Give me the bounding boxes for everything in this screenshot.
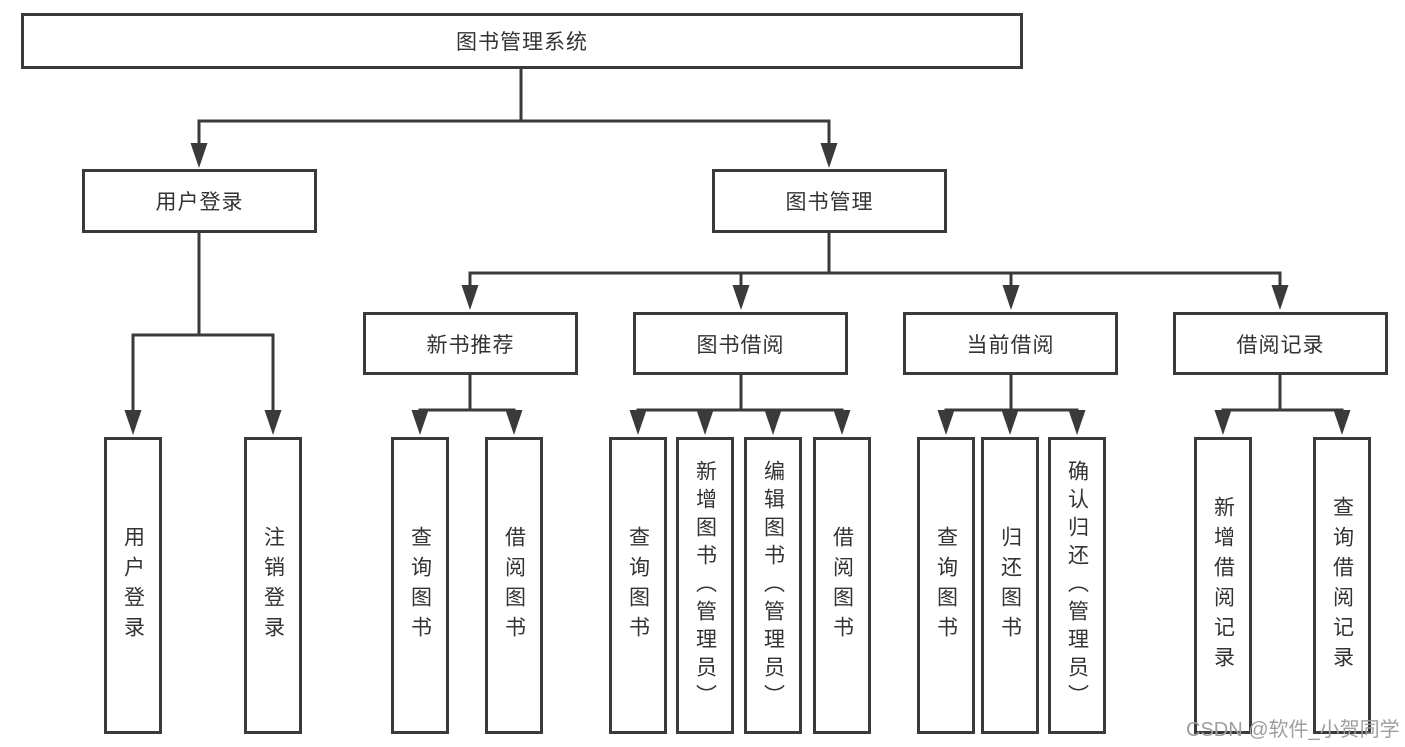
node-user-login-label: 用户登录 bbox=[155, 191, 244, 214]
node-user-login: 用户登录 bbox=[82, 169, 317, 233]
node-book-management-label: 图书管理 bbox=[785, 191, 874, 214]
leaf-query-books-recommend: 查询图书 bbox=[391, 437, 449, 734]
leaf-borrow-books-borrow-label: 借阅图书 bbox=[830, 525, 854, 646]
leaf-query-books-current: 查询图书 bbox=[917, 437, 975, 734]
leaf-edit-book-admin: 编辑图书（管理员） bbox=[744, 437, 802, 734]
leaf-query-books-borrow-label: 查询图书 bbox=[626, 525, 650, 646]
leaf-query-books-borrow: 查询图书 bbox=[609, 437, 667, 734]
node-borrow-records-label: 借阅记录 bbox=[1236, 333, 1325, 357]
node-book-borrow: 图书借阅 bbox=[633, 312, 848, 375]
leaf-user-login: 用户登录 bbox=[104, 437, 162, 734]
node-borrow-records: 借阅记录 bbox=[1173, 312, 1388, 375]
leaf-borrow-books-recommend: 借阅图书 bbox=[485, 437, 543, 734]
leaf-edit-book-admin-label: 编辑图书（管理员） bbox=[761, 459, 785, 712]
node-new-book-recommend-label: 新书推荐 bbox=[426, 333, 515, 357]
node-book-management: 图书管理 bbox=[712, 169, 947, 233]
leaf-return-book: 归还图书 bbox=[981, 437, 1039, 734]
node-current-borrow: 当前借阅 bbox=[903, 312, 1118, 375]
leaf-logout: 注销登录 bbox=[244, 437, 302, 734]
node-book-borrow-label: 图书借阅 bbox=[696, 333, 785, 357]
leaf-return-book-label: 归还图书 bbox=[998, 525, 1022, 646]
leaf-borrow-books-borrow: 借阅图书 bbox=[813, 437, 871, 734]
leaf-add-book-admin: 新增图书（管理员） bbox=[676, 437, 734, 734]
leaf-logout-label: 注销登录 bbox=[261, 525, 285, 646]
leaf-add-borrow-record-label: 新增借阅记录 bbox=[1211, 495, 1235, 676]
arrowheads bbox=[124, 143, 1351, 435]
node-root: 图书管理系统 bbox=[21, 13, 1023, 69]
leaf-add-borrow-record: 新增借阅记录 bbox=[1194, 437, 1252, 734]
csdn-watermark: CSDN @软件_小贺同学 bbox=[1186, 719, 1400, 741]
leaf-query-books-recommend-label: 查询图书 bbox=[408, 525, 432, 646]
leaf-query-borrow-record: 查询借阅记录 bbox=[1313, 437, 1371, 734]
leaf-query-borrow-record-label: 查询借阅记录 bbox=[1330, 495, 1354, 676]
node-root-label: 图书管理系统 bbox=[456, 31, 588, 54]
leaf-borrow-books-recommend-label: 借阅图书 bbox=[502, 525, 526, 646]
leaf-add-book-admin-label: 新增图书（管理员） bbox=[693, 459, 717, 712]
leaf-confirm-return-admin: 确认归还（管理员） bbox=[1048, 437, 1106, 734]
leaf-user-login-label: 用户登录 bbox=[121, 525, 145, 646]
leaf-query-books-current-label: 查询图书 bbox=[934, 525, 958, 646]
node-new-book-recommend: 新书推荐 bbox=[363, 312, 578, 375]
node-current-borrow-label: 当前借阅 bbox=[966, 333, 1055, 357]
leaf-confirm-return-admin-label: 确认归还（管理员） bbox=[1065, 459, 1089, 712]
